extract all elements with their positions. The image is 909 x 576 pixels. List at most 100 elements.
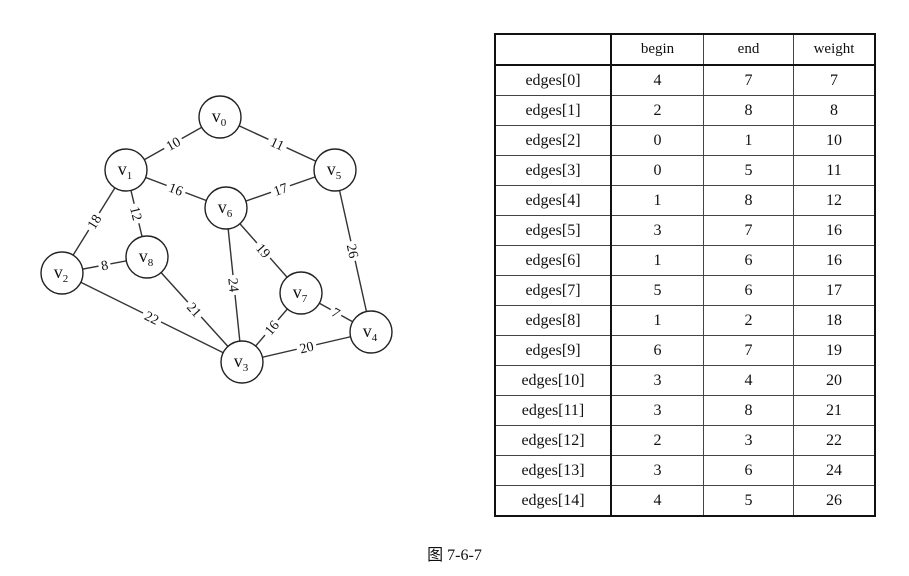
cell-name: edges[9]	[494, 335, 612, 366]
vertex-label: v8	[139, 246, 154, 269]
vertex-subscript: 6	[227, 208, 233, 220]
cell-end: 6	[703, 275, 794, 306]
vertex-node-v8	[125, 235, 169, 279]
vertex-letter: v	[234, 351, 243, 371]
cell-weight: 10	[793, 125, 876, 156]
cell-begin: 2	[610, 425, 704, 456]
cell-weight: 16	[793, 245, 876, 276]
cell-end: 1	[703, 125, 794, 156]
edge-label-bg	[265, 132, 290, 155]
vertex-label: v6	[218, 197, 233, 220]
vertex-subscript: 3	[243, 362, 249, 374]
edge-label-bg	[181, 296, 208, 323]
vertex-letter: v	[212, 106, 221, 126]
vertex-label: v5	[327, 159, 342, 182]
edge-weight-label: 11	[268, 135, 287, 154]
header-cell-end: end	[703, 33, 794, 66]
vertex-label: v0	[212, 106, 227, 129]
cell-name: edges[3]	[494, 155, 612, 186]
vertex-node-v5	[313, 148, 357, 192]
vertex-node-v1	[104, 148, 148, 192]
vertex-label: v4	[363, 321, 378, 344]
edge-weight-label: 16	[166, 181, 184, 200]
edge-label-bg	[225, 274, 243, 296]
vertex-label: v1	[118, 159, 133, 182]
figure-caption: 图 7-6-7	[427, 547, 482, 564]
cell-end: 7	[703, 215, 794, 246]
table-header-row: begin end weight	[494, 33, 876, 66]
edge-weight-label: 20	[298, 340, 315, 358]
cell-weight: 17	[793, 275, 876, 306]
cell-name: edges[1]	[494, 95, 612, 126]
cell-weight: 20	[793, 365, 876, 396]
edge-weight-label: 22	[142, 309, 161, 329]
cell-begin: 0	[610, 125, 704, 156]
vertex-subscript: 8	[148, 257, 154, 269]
cell-weight: 26	[793, 485, 876, 517]
cell-begin: 1	[610, 185, 704, 216]
vertex-node-v3	[220, 340, 264, 384]
cell-end: 8	[703, 95, 794, 126]
cell-begin: 5	[610, 275, 704, 306]
vertex-subscript: 1	[127, 170, 133, 182]
cell-name: edges[11]	[494, 395, 612, 426]
cell-weight: 7	[793, 64, 876, 96]
cell-end: 6	[703, 455, 794, 486]
cell-weight: 19	[793, 335, 876, 366]
cell-name: edges[10]	[494, 365, 612, 396]
cell-name: edges[8]	[494, 305, 612, 336]
edge-weight-label: 12	[126, 205, 144, 222]
header-cell-weight: weight	[793, 33, 876, 66]
cell-begin: 3	[610, 215, 704, 246]
edge-weight-label: 24	[224, 277, 240, 292]
cell-weight: 8	[793, 95, 876, 126]
cell-weight: 11	[793, 155, 876, 186]
vertex-letter: v	[54, 262, 63, 282]
cell-weight: 21	[793, 395, 876, 426]
edge-weight-label: 19	[252, 241, 273, 261]
header-cell-name	[494, 33, 612, 66]
vertex-letter: v	[327, 159, 336, 179]
edge-weight-label: 18	[85, 212, 105, 232]
cell-weight: 12	[793, 185, 876, 216]
vertex-label: v3	[234, 351, 249, 374]
cell-end: 3	[703, 425, 794, 456]
cell-name: edges[7]	[494, 275, 612, 306]
vertex-node-v4	[349, 310, 393, 354]
edge-label-bg	[81, 208, 107, 235]
cell-begin: 1	[610, 305, 704, 336]
cell-end: 8	[703, 185, 794, 216]
cell-end: 4	[703, 365, 794, 396]
edge-label-bg	[326, 302, 346, 323]
vertex-node-v6	[204, 186, 248, 230]
edge-label-bg	[250, 237, 277, 264]
edge-label-bg	[126, 201, 147, 226]
edge-label-bg	[139, 305, 165, 330]
cell-begin: 6	[610, 335, 704, 366]
vertex-node-v0	[198, 95, 242, 139]
cell-begin: 0	[610, 155, 704, 186]
vertex-letter: v	[218, 197, 227, 217]
edge-weight-label: 26	[343, 243, 361, 260]
cell-begin: 1	[610, 245, 704, 276]
cell-name: edges[4]	[494, 185, 612, 216]
cell-end: 2	[703, 305, 794, 336]
vertex-node-v2	[40, 251, 84, 295]
cell-begin: 3	[610, 395, 704, 426]
edge-weight-label: 10	[164, 135, 184, 155]
cell-name: edges[0]	[494, 64, 612, 96]
